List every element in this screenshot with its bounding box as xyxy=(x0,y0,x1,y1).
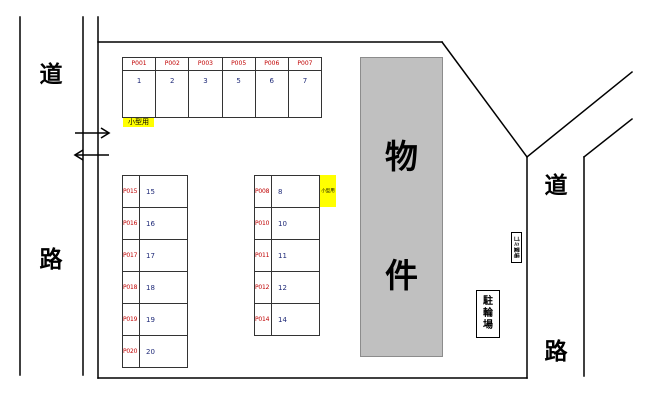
right-road-lower-diagonal xyxy=(582,117,634,159)
parking-space-number: 3 xyxy=(203,77,208,85)
parking-space: P017 17 xyxy=(123,240,187,272)
parking-space-id: P002 xyxy=(156,58,189,71)
bicycle-parking-label-char: 駐 xyxy=(483,296,493,307)
site-boundary-diagonal xyxy=(440,40,529,159)
building: 物 件 xyxy=(360,57,443,357)
bicycle-parking-label-char: 場 xyxy=(483,320,493,331)
garbage-area: ゴミ置場 xyxy=(511,232,522,263)
parking-space-id: P017 xyxy=(123,240,140,271)
parking-space-number: 12 xyxy=(278,283,287,292)
parking-space-number: 20 xyxy=(146,347,155,356)
parking-space-number: 6 xyxy=(269,77,274,85)
parking-space-number: 11 xyxy=(278,251,287,260)
parking-space: P008 8 xyxy=(255,176,319,208)
bicycle-parking: 駐 輪 場 xyxy=(476,290,500,338)
parking-space: P011 11 xyxy=(255,240,319,272)
parking-space: P005 5 xyxy=(222,58,256,117)
right-road-label-top: 道 xyxy=(544,173,568,199)
parking-space: P020 20 xyxy=(123,336,187,368)
parking-space-number: 15 xyxy=(146,187,155,196)
parking-space: P003 3 xyxy=(189,58,223,117)
parking-space: P018 18 xyxy=(123,272,187,304)
parking-space-id: P014 xyxy=(255,304,272,335)
parking-space: P012 12 xyxy=(255,272,319,304)
parking-space-number: 1 xyxy=(136,77,142,85)
parking-space-id: P015 xyxy=(123,176,140,207)
parking-space-id: P012 xyxy=(255,272,272,303)
parking-space: P001 1 xyxy=(123,58,157,117)
parking-space-id: P006 xyxy=(255,58,288,71)
compact-car-note-label: 小型用 xyxy=(321,189,335,194)
building-label-char: 件 xyxy=(385,256,418,295)
parking-space-number: 19 xyxy=(146,315,155,324)
parking-space-number: 18 xyxy=(146,283,155,292)
parking-space-number: 17 xyxy=(146,251,155,260)
parking-space: P002 2 xyxy=(156,58,190,117)
parking-space-number: 16 xyxy=(146,219,155,228)
parking-space-id: P010 xyxy=(255,208,272,239)
parking-space-number: 10 xyxy=(278,219,287,228)
parking-space: P014 14 xyxy=(255,304,319,336)
right-road-label-bottom: 路 xyxy=(544,339,568,365)
parking-space: P010 10 xyxy=(255,208,319,240)
parking-space-id: P018 xyxy=(123,272,140,303)
parking-space: P007 7 xyxy=(288,58,322,117)
arrow-right-icon xyxy=(75,127,111,139)
parking-space-id: P003 xyxy=(189,58,222,71)
left-road-label-bottom: 路 xyxy=(39,247,63,273)
parking-space: P006 6 xyxy=(255,58,289,117)
parking-space: P016 16 xyxy=(123,208,187,240)
building-label-char: 物 xyxy=(385,137,418,176)
parking-space-id: P011 xyxy=(255,240,272,271)
arrow-left-icon xyxy=(73,149,109,161)
compact-car-note: 小型用 xyxy=(320,175,336,207)
parking-space-id: P005 xyxy=(222,58,255,71)
parking-space-number: 8 xyxy=(278,187,283,196)
parking-space: P015 15 xyxy=(123,176,187,208)
parking-space: P019 19 xyxy=(123,304,187,336)
parking-space-id: P019 xyxy=(123,304,140,335)
parking-space-number: 5 xyxy=(236,77,241,85)
parking-column-left: P015 15 P016 16 P017 17 P018 18 P019 19 … xyxy=(122,175,188,368)
parking-space-number: 14 xyxy=(278,315,287,324)
parking-space-id: P001 xyxy=(123,58,156,71)
parking-space-number: 2 xyxy=(170,77,175,85)
parking-space-number: 7 xyxy=(302,77,308,85)
parking-row-top: P001 1 P002 2 P003 3 P005 5 P006 6 P007 … xyxy=(122,57,322,118)
parking-space-id: P007 xyxy=(288,58,322,71)
parking-space-id: P016 xyxy=(123,208,140,239)
parking-column-middle: P008 8 P010 10 P011 11 P012 12 P014 14 xyxy=(254,175,320,336)
garbage-area-label: ゴミ置場 xyxy=(512,236,519,259)
bicycle-parking-label-char: 輪 xyxy=(483,308,493,319)
parking-space-id: P020 xyxy=(123,336,140,367)
parking-space-id: P008 xyxy=(255,176,272,207)
right-road-upper-diagonal xyxy=(525,70,634,159)
compact-car-note: 小型用 xyxy=(123,118,154,127)
left-road-label-top: 道 xyxy=(39,62,63,88)
